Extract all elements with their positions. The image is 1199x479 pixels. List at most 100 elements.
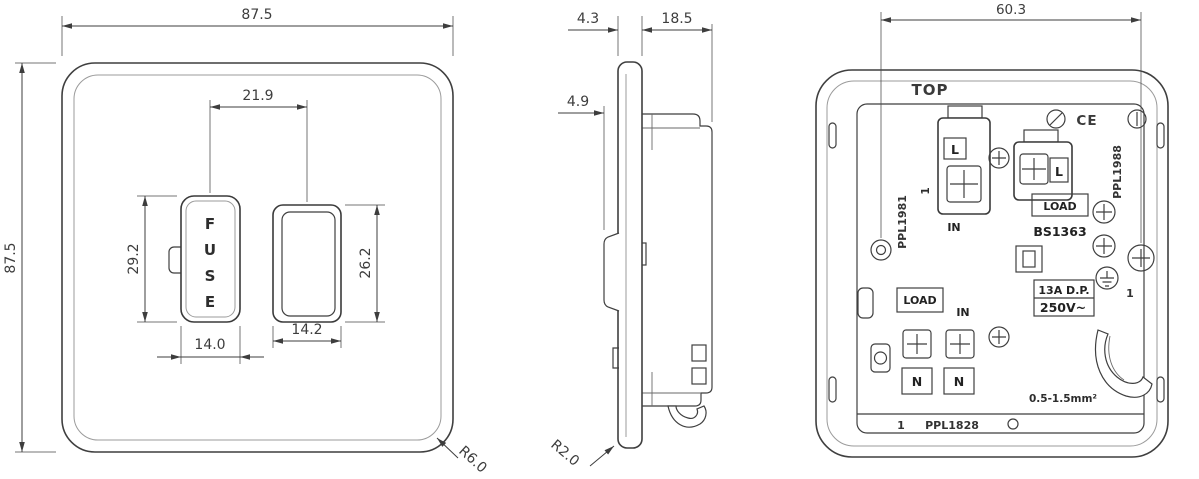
dim-label-switch-height: 26.2 (358, 247, 374, 278)
index-label-right: 1 (1126, 287, 1134, 300)
dim-front-width: 87.5 (61, 7, 454, 56)
front-view: F U S E 87.5 87.5 21.9 29.2 (3, 7, 490, 476)
terminal-l-top-label: L (951, 142, 959, 157)
rocker-profile (603, 232, 620, 312)
rating-volts-label: 250V~ (1040, 300, 1086, 315)
ce-mark-label: CE (1076, 113, 1097, 129)
clamp-screw (1127, 244, 1155, 272)
terminal-screw (946, 165, 982, 203)
part-number-left: PPL1981 (896, 195, 909, 249)
back-box-outline (639, 113, 713, 407)
fuse-letter-f: F (205, 215, 215, 233)
faceplate-inner-edge (73, 74, 442, 441)
rear-plate-inner-edge (826, 80, 1158, 447)
terminal-n-left-label: N (912, 374, 922, 389)
dim-label-fixing-centres: 60.3 (996, 2, 1026, 18)
faceplate-outline (61, 62, 454, 453)
yoke-slot-left (857, 287, 874, 319)
part-number-bottom: PPL1828 (925, 419, 979, 432)
rear-view: TOP CE PPL1981 PPL1988 L 1 (815, 2, 1169, 458)
side-view: 4.3 18.5 4.9 R2.0 (547, 11, 713, 470)
cable-range-label: 0.5-1.5mm² (1029, 393, 1097, 405)
in-label-mid: IN (956, 306, 969, 319)
dim-side-plate-thickness: 4.3 (568, 11, 643, 56)
terminal-n-right: N (943, 329, 975, 395)
terminal-screw (945, 329, 975, 359)
load-box-left (896, 287, 944, 313)
bottom-hole (1007, 418, 1019, 430)
switch-rocker (272, 204, 342, 323)
faceplate-profile (617, 61, 643, 449)
dim-fuse-height: 29.2 (126, 195, 177, 323)
dim-label-centres: 21.9 (242, 88, 273, 104)
fixing-slot-right-bottom (1156, 376, 1165, 403)
rating-amps-label: 13A D.P. (1038, 284, 1089, 297)
rating-box: 13A D.P. 250V~ (1033, 279, 1095, 317)
fuse-holder-outline (180, 195, 241, 323)
load-label-left: LOAD (903, 294, 936, 307)
dim-label-switch-projection: 4.9 (567, 94, 589, 110)
dim-side-switch-projection: 4.9 (558, 94, 605, 230)
screw-right-upper (1092, 200, 1116, 224)
dim-fixing-centres: 60.3 (880, 2, 1142, 243)
circle-slash-icon (1046, 109, 1066, 129)
circle-bar-icon (1127, 109, 1147, 129)
dim-side-depth: 18.5 (642, 11, 713, 122)
side-terminal-upper (691, 344, 707, 362)
side-terminal-lower (691, 367, 707, 385)
yoke-boss-left (870, 343, 891, 373)
load-label-right: LOAD (1043, 200, 1076, 213)
dim-switch-height: 26.2 (345, 204, 385, 323)
callout-front-radius: R6.0 (436, 437, 490, 476)
fuse-holder-inner (185, 200, 236, 318)
terminal-screw (902, 329, 932, 359)
dim-label-plate-thickness: 4.3 (577, 11, 599, 27)
screw-centre-top (988, 147, 1010, 169)
dim-label-fuse-width: 14.0 (194, 337, 225, 353)
earth-symbol-icon (1095, 266, 1119, 290)
cable-clamp-claw (1094, 329, 1153, 398)
fixing-slot-right-top (1156, 122, 1165, 149)
fuse-letter-e: E (205, 293, 215, 311)
terminal-n-left: N (901, 329, 933, 395)
cable-clamp-profile (667, 405, 707, 428)
fuse-letter-s: S (205, 267, 216, 285)
dim-label-switch-width: 14.2 (291, 322, 322, 338)
in-label-top: IN (947, 221, 960, 234)
dim-label-fuse-height: 29.2 (126, 243, 142, 274)
standard-label: BS1363 (1033, 224, 1086, 239)
index-label-top: 1 (920, 187, 932, 194)
dim-label-front-height: 87.5 (3, 242, 19, 273)
callout-side-radius: R2.0 (547, 437, 615, 470)
top-orientation-label: TOP (912, 81, 949, 99)
terminal-l-right-label: L (1055, 164, 1063, 179)
fixing-slot-left-bottom (828, 376, 837, 403)
fuse-clip (168, 246, 181, 274)
fuse-window (1015, 245, 1043, 273)
dim-fuse-switch-centres: 21.9 (209, 88, 308, 202)
dim-front-height: 87.5 (3, 62, 56, 453)
screw-right-lower (1092, 234, 1116, 258)
dim-switch-width: 14.2 (272, 322, 342, 348)
dim-label-depth: 18.5 (661, 11, 692, 27)
fuse-clip-profile (612, 347, 619, 369)
load-box-right (1031, 193, 1089, 217)
index-label-bottom: 1 (897, 419, 905, 432)
fuse-letter-u: U (204, 241, 216, 259)
screw-centre-bottom (988, 326, 1010, 348)
terminal-n-right-label: N (954, 374, 964, 389)
terminal-l-top: L 1 IN (920, 105, 991, 234)
dim-fuse-width: 14.0 (157, 326, 264, 364)
terminal-l-right: L (1013, 129, 1073, 201)
rocker-face (281, 211, 336, 317)
radius-label-front: R6.0 (455, 443, 489, 476)
dim-label-front-width: 87.5 (241, 7, 272, 23)
fixing-slot-left-top (828, 122, 837, 149)
fixing-screw-left (870, 239, 892, 261)
certification-marks: CE (1046, 109, 1147, 129)
part-number-right: PPL1988 (1111, 145, 1124, 199)
back-box (639, 113, 713, 428)
radius-label-side: R2.0 (547, 437, 582, 470)
